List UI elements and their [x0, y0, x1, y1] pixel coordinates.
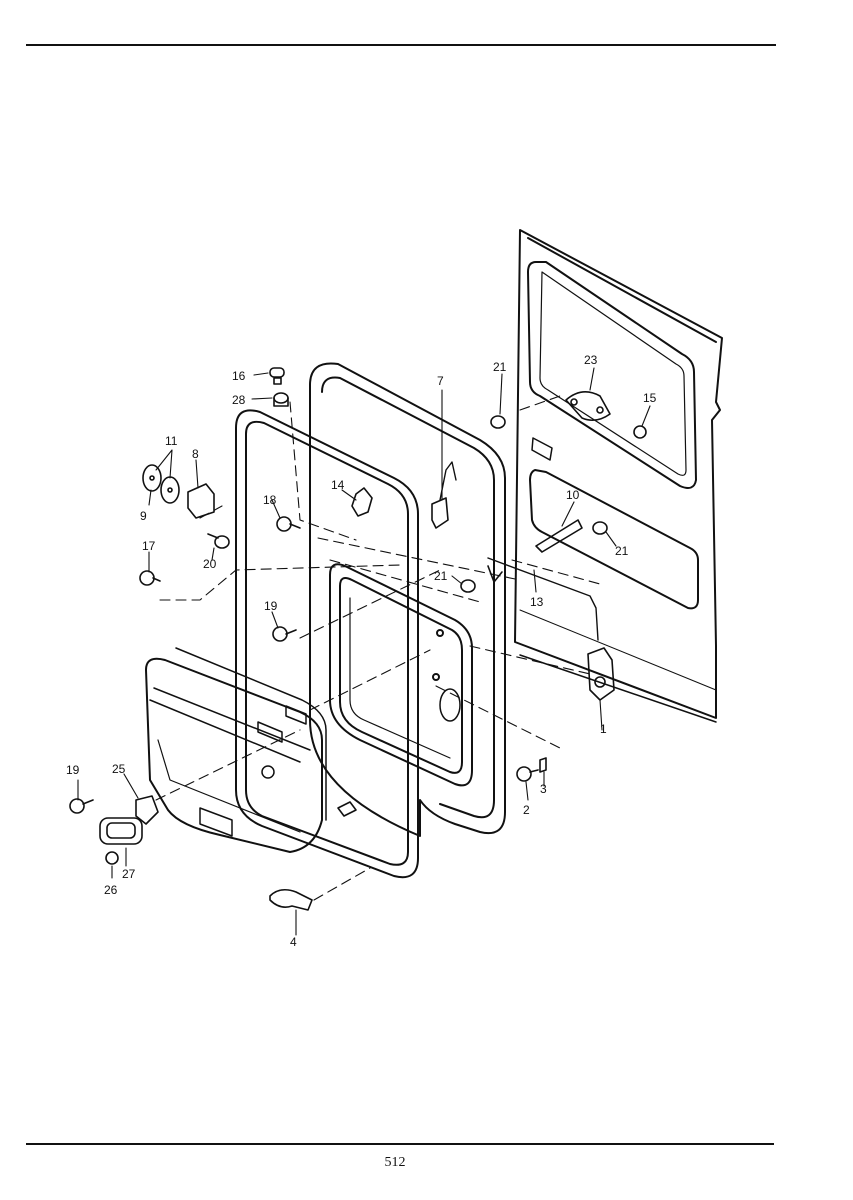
inner-door-frame: [309, 362, 506, 837]
leader-lines: [77, 367, 651, 936]
weatherstrip-seal: [235, 409, 419, 879]
callout-25: 25: [112, 762, 126, 776]
callout-19-lower: 19: [66, 763, 80, 777]
callout-7: 7: [437, 374, 444, 388]
callout-13: 13: [530, 595, 544, 609]
callout-labels: 16 28 11 8 9 18 17 20 14 7 21 23 15 10 2…: [66, 353, 657, 949]
callout-10: 10: [566, 488, 580, 502]
callout-28: 28: [232, 393, 246, 407]
explosion-lines: [155, 395, 601, 901]
callout-23: 23: [584, 353, 598, 367]
callout-3: 3: [540, 782, 547, 796]
callout-14: 14: [331, 478, 345, 492]
callout-21-top: 21: [493, 360, 507, 374]
trim-panel: [145, 647, 327, 853]
callout-16: 16: [232, 369, 246, 383]
callout-20: 20: [203, 557, 217, 571]
callout-21-right: 21: [615, 544, 629, 558]
callout-11: 11: [165, 434, 178, 448]
callout-15: 15: [643, 391, 657, 405]
callout-1: 1: [600, 722, 607, 736]
bottom-rule: [26, 1143, 774, 1145]
callout-18: 18: [263, 493, 277, 507]
small-parts: [69, 367, 647, 911]
callout-27: 27: [122, 867, 136, 881]
outer-door-panel: [514, 229, 723, 723]
callout-19-upper: 19: [264, 599, 278, 613]
top-rule: [26, 44, 776, 46]
callout-4: 4: [290, 935, 297, 949]
page-number: 512: [384, 1155, 406, 1170]
callout-17: 17: [142, 539, 156, 553]
callout-21-middle: 21: [434, 569, 448, 583]
callout-2: 2: [523, 803, 530, 817]
callout-8: 8: [192, 447, 199, 461]
callout-26: 26: [104, 883, 118, 897]
callout-9: 9: [140, 509, 147, 523]
